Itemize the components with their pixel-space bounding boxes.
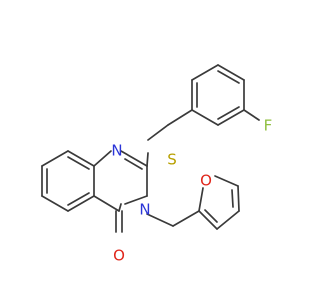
bond [217, 64, 245, 81]
bond [237, 185, 240, 212]
sulfur-atom-label: S [167, 151, 177, 169]
bond [41, 150, 69, 167]
bond [118, 203, 122, 212]
bond [172, 210, 200, 227]
bond [214, 175, 239, 187]
bond [147, 124, 169, 141]
carbonyl-oxygen-atom-label: O [113, 247, 125, 265]
double-bond-inner [67, 156, 90, 170]
bond [67, 150, 95, 167]
bond [198, 187, 204, 212]
double-bond-inner [231, 189, 234, 208]
double-bond-inner [67, 192, 90, 206]
bond [67, 195, 95, 212]
bond [243, 109, 260, 121]
bond [93, 195, 120, 212]
bond [217, 109, 245, 126]
molecule-bonds [41, 64, 260, 233]
fluorine-atom-label: F [264, 117, 273, 135]
atom-labels: F S N N O O [111, 117, 272, 265]
molecule-structure-diagram: F S N N O O [41, 64, 272, 265]
bond [146, 213, 174, 227]
double-bond-inner [217, 70, 240, 84]
furan-oxygen-atom-label: O [200, 172, 212, 190]
double-bond-inner [217, 106, 240, 120]
nitrogen-1-atom-label: N [111, 142, 122, 160]
bond [216, 210, 240, 230]
bond [198, 210, 218, 230]
bond [93, 150, 112, 167]
bond [191, 109, 219, 126]
bond [191, 64, 219, 81]
bond [167, 109, 193, 126]
bond [120, 150, 148, 167]
double-bond-inner [204, 209, 218, 223]
bond [124, 195, 148, 205]
double-bond-inner [124, 158, 143, 170]
nitrogen-3-atom-label: N [139, 201, 150, 219]
bond [146, 152, 149, 167]
bond [41, 195, 69, 212]
